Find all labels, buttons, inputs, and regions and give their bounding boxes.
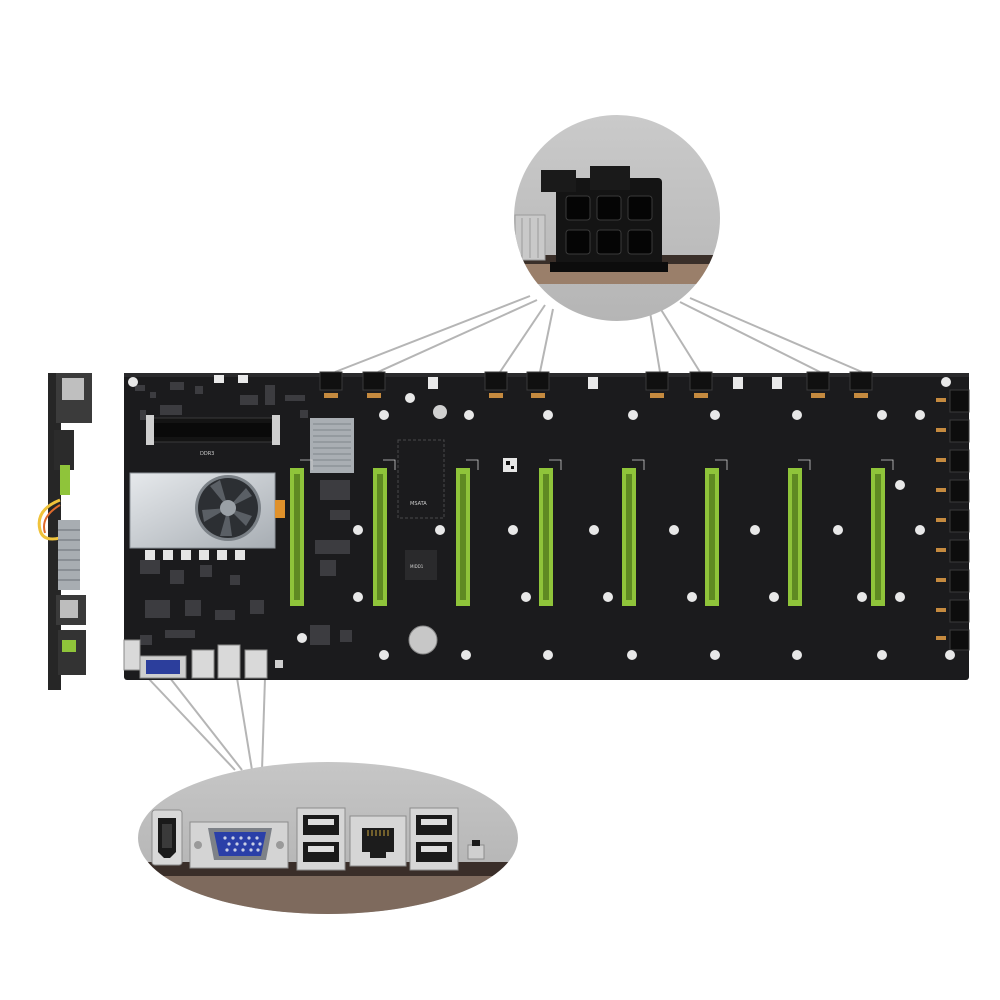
hdmi-port (151, 809, 183, 866)
callout-lines (147, 295, 863, 771)
power-connector-zoom (514, 115, 720, 321)
ram-slot-label: DDR3 (200, 451, 214, 457)
rear-io-small (123, 639, 283, 679)
power-button (467, 840, 485, 860)
capacitor (433, 405, 447, 419)
msata-slot: MSATA MIDD1 (397, 439, 445, 580)
vga-port (189, 821, 289, 869)
pcie-slots (290, 468, 885, 606)
pcie-power-connectors (319, 371, 873, 391)
usb-port-stack (409, 807, 459, 871)
side-connectors (949, 389, 970, 651)
six-pin-sockets (565, 195, 653, 255)
rear-io-zoom (138, 762, 518, 914)
cmos-battery (408, 625, 438, 655)
cpu-heatsink (129, 472, 285, 560)
board-side-view (37, 373, 92, 690)
ethernet-port (349, 815, 407, 867)
chipset-heatsink (310, 418, 354, 473)
mounting-holes (128, 377, 955, 660)
usb-port-stack (296, 807, 346, 871)
motherboard: DDR3 (123, 371, 970, 680)
msata-label: MSATA (410, 501, 427, 507)
ram-slot: DDR3 (146, 415, 280, 457)
chip-label: MIDD1 (410, 564, 424, 569)
